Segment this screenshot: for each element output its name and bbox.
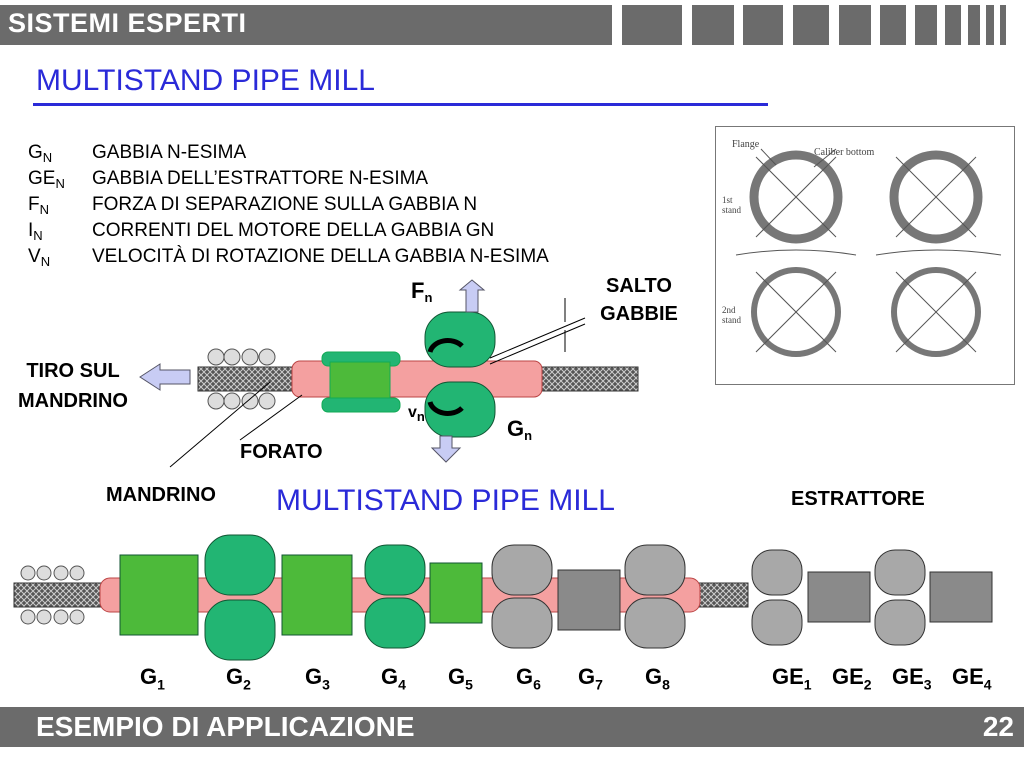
force-label: Fn [411,278,433,305]
stand-label: Gn [507,416,533,443]
header-decor-block [986,5,994,45]
stand-g6-label: G6 [516,664,541,693]
mandrel-bar [197,366,639,392]
slide-subtitle: MULTISTAND PIPE MILL [36,64,375,97]
header-decor-block [839,5,871,45]
subtitle-underline [33,103,768,106]
stand2-label: 2nd [722,305,736,315]
page-number: 22 [982,711,1014,742]
extractor-ge2-label: GE2 [832,664,872,693]
footer-section: ESEMPIO DI APPLICAZIONE [36,711,415,742]
pipe [291,360,543,398]
pull-arrow [139,363,191,391]
stand-g8-label: G8 [645,664,670,693]
header-decor-block [915,5,937,45]
estrattore-label: ESTRATTORE [791,488,925,510]
extractor-ge4-label: GE4 [952,664,992,693]
stand-g1-label: G1 [140,664,165,693]
header-decor-block [880,5,906,45]
header-decor-block [622,5,682,45]
stand1-label: stand [722,205,741,215]
forato-label: FORATO [240,441,323,463]
header-decor-block [968,5,980,45]
support-rollers [207,348,276,410]
caliber-photo: Flange Caliber bottom 1st stand 2nd stan… [715,126,1015,385]
stand-g2-label: G2 [226,664,251,693]
caliber-label: Caliber bottom [814,147,874,158]
header-decor-block [692,5,734,45]
header-decor-block [1000,5,1006,45]
caliber-drawing: Flange Caliber bottom 1st stand 2nd stan… [722,139,1002,357]
header-title: SISTEMI ESPERTI [8,8,247,38]
flange-label: Flange [732,139,760,150]
force-arrow-up [458,279,486,313]
speed-label: vn [408,404,425,424]
stand2-label: stand [722,315,741,325]
bottom-title: MULTISTAND PIPE MILL [276,484,615,517]
stand-g4-label: G4 [381,664,406,693]
stand-g7-label: G7 [578,664,603,693]
stand1-label: 1st [722,195,733,205]
extractor-ge1-label: GE1 [772,664,812,693]
force-arrow-down [430,435,462,463]
mandrino-label: MANDRINO [106,484,216,506]
header-decor-block [743,5,783,45]
lower-mill [13,534,993,661]
header-bar: SISTEMI ESPERTI [0,5,612,45]
footer-bar: ESEMPIO DI APPLICAZIONE 22 [0,707,1024,747]
extractor-ge3-label: GE3 [892,664,932,693]
header-decor-block [793,5,829,45]
stand-rolls-2 [424,311,496,438]
stand-rolls-1 [321,351,401,413]
stand-g5-label: G5 [448,664,473,693]
stand-g3-label: G3 [305,664,330,693]
header-decor-block [945,5,961,45]
